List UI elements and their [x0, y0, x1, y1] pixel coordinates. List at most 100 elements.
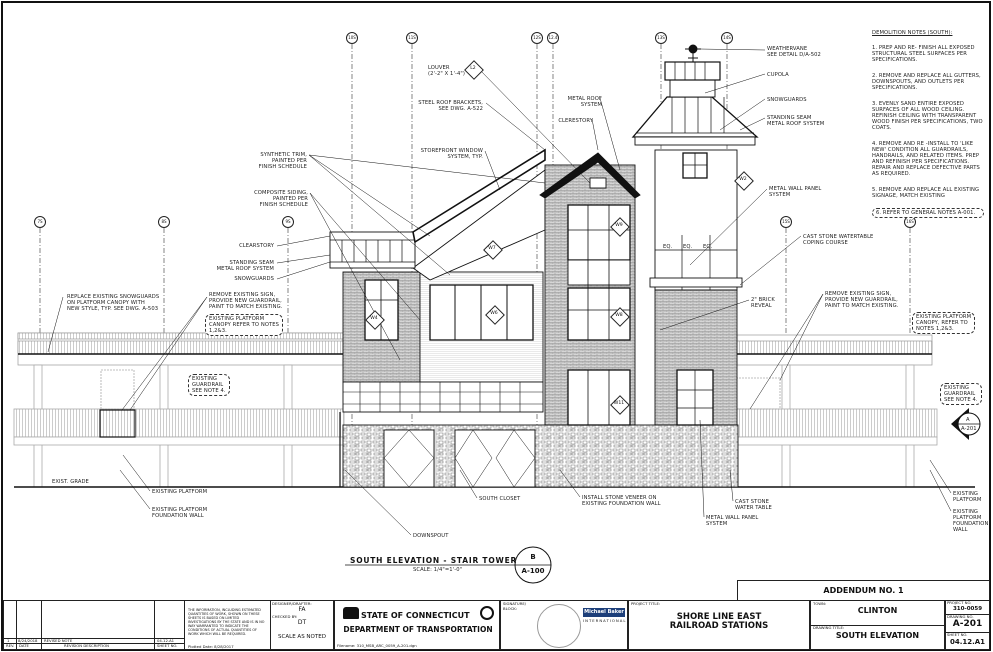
filename: Filename: 310_MSB_ARC_0059_A-201.dgn — [337, 642, 417, 648]
callout-foundation-wall-right: EXISTING PLATFORM FOUNDATION WALL — [953, 509, 989, 533]
checked-label: CHECKED BY: — [272, 614, 298, 619]
project-no-label: PROJECT NO. — [947, 600, 972, 605]
drawing-no: A-201 — [952, 619, 983, 629]
town-label: TOWN: — [813, 601, 827, 606]
callout-existing-platform-right: EXISTING PLATFORM — [953, 491, 982, 503]
rev-description: REVISED NOTE — [44, 638, 73, 643]
eq-dimension: EQ. — [703, 244, 713, 250]
grid-bubble: 10S — [346, 32, 358, 44]
door-left — [383, 429, 435, 488]
cloud-existing-guardrail-right: EXISTING GUARDRAIL SEE NOTE 4. — [940, 383, 982, 405]
sheet-no: 04.12.A1 — [949, 638, 986, 646]
engineer-stamp-icon — [537, 604, 581, 648]
grid-bubble: 12S — [531, 32, 543, 44]
new-guardrail — [99, 409, 136, 438]
callout-foundation-wall: EXISTING PLATFORM FOUNDATION WALL — [152, 507, 208, 519]
drawing-title-label: DRAWING TITLE: — [813, 625, 845, 630]
dot-logo-icon — [480, 606, 494, 620]
callout-cast-stone-watertable: CAST STONE WATERTABLE COPING COURSE — [803, 234, 874, 246]
description-header: REVISION DESCRIPTION — [64, 643, 110, 648]
note-item: 2. REMOVE AND REPLACE ALL GUTTERS, DOWNS… — [872, 73, 981, 91]
callout-standing-seam: STANDING SEAM METAL ROOF SYSTEM — [216, 260, 274, 272]
grid-bubble: 9S — [282, 216, 294, 228]
checked: DT — [297, 619, 307, 626]
note-item: 1. PREP AND RE- FINISH ALL EXPOSED STRUC… — [872, 45, 975, 63]
callout-steel-roof-brackets: STEEL ROOF BRACKETS, SEE DWG. A-522 — [418, 100, 483, 112]
cupola-base — [669, 79, 716, 98]
detail-letter: B — [530, 553, 536, 561]
callout-south-closet: SOUTH CLOSET — [479, 496, 521, 502]
tag-w11: W11 — [613, 401, 625, 406]
callout-metal-wall-panel: METAL WALL PANEL SYSTEM — [769, 186, 822, 198]
eq-dimension: EQ. — [683, 244, 693, 250]
cloud-existing-canopy-right: EXISTING PLATFORM CANOPY, REFER TO NOTES… — [912, 312, 976, 334]
initials-box: DESIGNER/DRAFTER: FA CHECKED BY: DT SCAL… — [270, 600, 334, 650]
grid-bubble: 14S — [721, 32, 733, 44]
plotted-date: Plotted Date: 8/28/2017 — [188, 644, 234, 649]
callout-standing-seam-right: STANDING SEAM METAL ROOF SYSTEM — [767, 115, 825, 127]
sheet-no-label: SHEET NO. — [947, 632, 968, 637]
callout-composite-siding: COMPOSITE SIDING, PAINTED PER FINISH SCH… — [254, 190, 308, 208]
existing-canopy-left — [17, 332, 344, 366]
callout-metal-roof: METAL ROOF SYSTEM — [567, 96, 602, 108]
signature-label: SIGNATURE/ BLOCK: — [503, 601, 527, 611]
note-item: 5. REMOVE AND REPLACE ALL EXISTING SIGNA… — [872, 187, 980, 199]
roof-fascia — [634, 136, 756, 146]
callout-weathervane: WEATHERVANE SEE DETAIL D/A-502 — [767, 46, 821, 58]
scale-note: SCALE AS NOTED — [278, 634, 326, 640]
note-item: 3. EVENLY SAND ENTIRE EXPOSED SURFACES O… — [872, 101, 983, 131]
grid-bubble: 7S — [34, 216, 46, 228]
revision-table: REV. DATE REVISION DESCRIPTION SHEET NO.… — [3, 600, 185, 650]
firm-logo: Michael Baker — [583, 608, 625, 617]
callout-cast-stone-water-table: CAST STONE WATER TABLE — [735, 499, 772, 511]
existing-platform — [13, 364, 938, 488]
signature-block: SIGNATURE/ BLOCK: Michael Baker INTERNAT… — [500, 600, 628, 650]
callout-synthetic-trim: SYNTHETIC TRIM, PAINTED PER FINISH SCHED… — [258, 152, 307, 170]
eq-dimension: EQ. — [663, 244, 673, 250]
project-title-block: PROJECT TITLE: SHORE LINE EAST RAILROAD … — [628, 600, 810, 650]
tag-w8: W8 — [615, 313, 623, 318]
callout-existing-platform: EXISTING PLATFORM — [152, 489, 208, 495]
addendum-box: ADDENDUM NO. 1 — [737, 580, 990, 601]
revision-row: 1 8/24/2018 REVISED NOTE 04.12.A1 — [4, 638, 184, 644]
notes-title: DEMOLITION NOTES (SOUTH): — [872, 30, 953, 36]
cupola — [664, 61, 721, 81]
door-south-closet — [454, 429, 536, 488]
callout-clerestory: CLERESTORY — [558, 118, 593, 124]
sheet-header: SHEET NO. — [157, 643, 178, 648]
number-block: PROJECT NO. 310-0059 DRAWING NO. A-201 S… — [945, 600, 990, 650]
stair-tower-building — [329, 44, 759, 488]
tag-w9: W9 — [615, 223, 623, 228]
grid-bubble: 11S — [406, 32, 418, 44]
project-no: 310-0059 — [952, 606, 983, 612]
drawing-title: SOUTH ELEVATION — [835, 631, 920, 640]
section-letter: A — [966, 417, 970, 423]
rev-header: REV. — [6, 643, 15, 648]
agency-line-2: DEPARTMENT OF TRANSPORTATION — [343, 625, 493, 634]
callout-metal-wall-panel-lower: METAL WALL PANEL SYSTEM — [706, 515, 759, 527]
designer-label: DESIGNER/DRAFTER: — [272, 601, 312, 606]
note-item: 4. REMOVE AND RE -INSTALL TO 'LIKE NEW' … — [872, 141, 980, 177]
callout-exist-grade: EXIST. GRADE — [52, 479, 89, 485]
grid-bubble: 8S — [158, 216, 170, 228]
callout-replace-snowguards: REPLACE EXISTING SNOWGUARDS ON PLATFORM … — [67, 294, 160, 312]
town-block: TOWN: CLINTON DRAWING TITLE: SOUTH ELEVA… — [810, 600, 945, 650]
town: CLINTON — [857, 606, 898, 615]
agency-block: STATE OF CONNECTICUT DEPARTMENT OF TRANS… — [334, 600, 500, 650]
pavilion-roof — [631, 96, 759, 138]
callout-snowguards: SNOWGUARDS — [234, 276, 274, 282]
stair-roof — [412, 148, 546, 244]
designer: FA — [298, 606, 306, 613]
callout-snowguards-right: SNOWGUARDS — [767, 97, 807, 103]
lower-band — [342, 381, 544, 413]
callout-brick-reveal: 2" BRICK REVEAL — [751, 297, 775, 309]
section-sheet: A-201 — [961, 426, 977, 432]
callout-clearstory: CLEARSTORY — [239, 243, 274, 249]
window-w4 — [364, 279, 399, 341]
rev-sheet: 04.12.A1 — [157, 638, 175, 643]
callout-downspout: DOWNSPOUT — [413, 533, 449, 539]
detail-sheet[interactable]: A-100 — [521, 567, 545, 575]
